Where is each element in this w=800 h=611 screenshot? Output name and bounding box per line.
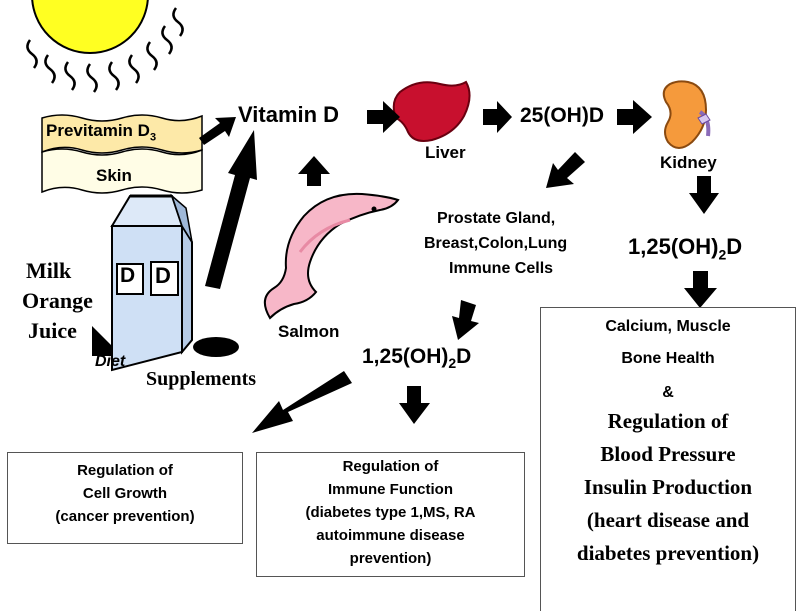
- arrow-vitamin-d-to-liver: [367, 101, 400, 133]
- effects-line-4: Regulation of: [607, 409, 729, 433]
- immune-function-box: Regulation of Immune Function (diabetes …: [256, 452, 525, 577]
- effects-line-7: (heart disease and: [586, 508, 750, 532]
- kidney-icon: [662, 80, 711, 149]
- immune-line-3: (diabetes type 1,MS, RA: [305, 504, 476, 521]
- arrow-salmon-to-vitamin-d: [298, 156, 330, 186]
- dihydroxy-tissue-label: 1,25(OH)2D: [362, 345, 472, 372]
- cell-growth-line-3: (cancer prevention): [55, 508, 195, 525]
- arrow-25ohd-to-kidney: [617, 100, 652, 134]
- immune-line-2: Immune Function: [328, 481, 453, 498]
- arrow-dihydroxy-to-effects: [684, 271, 717, 308]
- salmon-icon: [263, 192, 400, 320]
- cell-growth-line-1: Regulation of: [77, 462, 173, 479]
- supplements-label: Supplements: [146, 368, 257, 390]
- diet-label: Diet: [95, 353, 126, 370]
- skin-label: Skin: [96, 166, 132, 185]
- arrow-tissues-to-dihydroxy: [452, 300, 479, 340]
- effects-line-8: diabetes prevention): [576, 541, 760, 565]
- arrow-dihydroxy-to-cell-growth: [252, 371, 352, 433]
- cell-growth-box: Regulation of Cell Growth (cancer preven…: [7, 452, 243, 544]
- arrow-skin-to-vitamin-d: [199, 117, 236, 145]
- skin-layers-icon: [41, 114, 203, 194]
- immune-line-5: prevention): [349, 550, 432, 567]
- immune-line-1: Regulation of: [342, 458, 439, 475]
- kidney-effects-box: Calcium, Muscle Bone Health & Regulation…: [540, 307, 796, 611]
- dihydroxy-kidney-label: 1,25(OH)2D: [628, 234, 743, 263]
- pathway-arrows: [199, 100, 719, 433]
- liver-icon: [392, 80, 471, 142]
- arrow-kidney-to-dihydroxy: [689, 176, 719, 214]
- arrow-25ohd-to-tissues: [546, 152, 585, 188]
- immune-line-4: autoimmune disease: [316, 527, 465, 544]
- 25ohd-label: 25(OH)D: [520, 104, 605, 127]
- liver-label: Liver: [425, 143, 466, 162]
- salmon-label: Salmon: [278, 322, 340, 341]
- arrow-dihydroxy-to-immune: [399, 386, 430, 424]
- effects-line-2: Bone Health: [621, 350, 715, 367]
- milk-label: Milk: [26, 258, 72, 283]
- tissues-line-2: Breast,Colon,Lung: [424, 235, 568, 252]
- tissues-line-1: Prostate Gland,: [437, 210, 556, 227]
- sun-icon: [26, 0, 184, 93]
- milk-carton-icon: [92, 193, 193, 372]
- orange-label: Orange: [22, 288, 93, 313]
- kidney-label: Kidney: [660, 153, 717, 172]
- effects-line-1: Calcium, Muscle: [605, 318, 731, 335]
- juice-label: Juice: [28, 318, 77, 343]
- effects-line-5: Blood Pressure: [600, 442, 736, 466]
- carton-letter-right: D: [155, 263, 171, 288]
- previtamin-d3-label: Previtamin D3: [46, 121, 157, 144]
- cell-growth-line-2: Cell Growth: [82, 485, 168, 502]
- effects-amp: &: [662, 384, 674, 401]
- arrow-diet-to-vitamin-d: [205, 130, 257, 289]
- effects-line-6: Insulin Production: [583, 475, 753, 499]
- arrow-liver-to-25ohd: [483, 101, 512, 133]
- carton-letter-left: D: [120, 264, 136, 287]
- tissues-line-3: Immune Cells: [449, 260, 554, 277]
- supplement-pill-icon: [193, 337, 239, 357]
- vitamin-d-label: Vitamin D: [238, 102, 340, 127]
